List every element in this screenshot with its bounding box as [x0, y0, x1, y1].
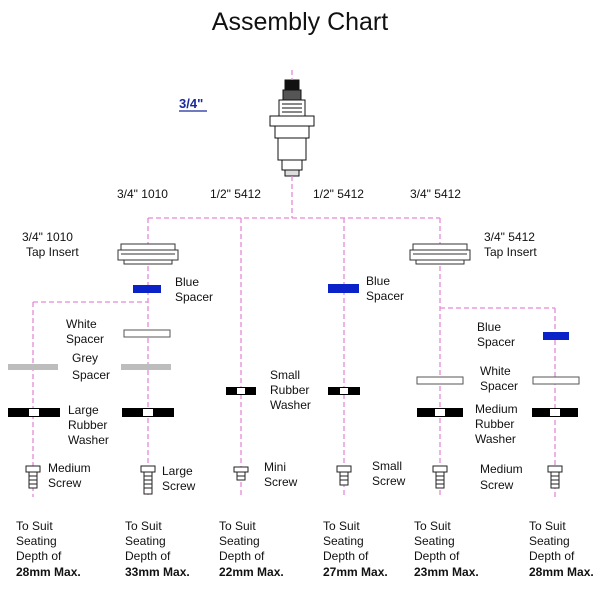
tap-insert-left-icon [117, 243, 179, 265]
tap-insert-right-line1: 3/4" 5412 [484, 230, 535, 244]
guide-lines [32, 70, 556, 497]
seating-col-5: To Suit Seating Depth of 23mm Max. [414, 519, 479, 579]
label-white-spacer-2-b: Spacer [480, 379, 518, 393]
label-white-spacer-2-a: White [480, 364, 511, 378]
seating-value-4: 27mm Max. [323, 565, 388, 579]
seating-value-2: 33mm Max. [125, 565, 190, 579]
seating-value-5: 23mm Max. [414, 565, 479, 579]
svg-text:Depth of: Depth of [125, 549, 171, 563]
svg-text:Seating: Seating [125, 534, 166, 548]
seating-value-1: 28mm Max. [16, 565, 81, 579]
svg-text:To Suit: To Suit [125, 519, 162, 533]
grey-spacer-a [8, 364, 58, 370]
label-grey-spacer-b: Spacer [72, 368, 110, 382]
small-screw-icon [336, 465, 352, 486]
label-large-screw-b: Screw [162, 479, 196, 493]
seating-col-6: To Suit Seating Depth of 28mm Max. [529, 519, 594, 579]
white-spacer-1 [123, 329, 171, 338]
svg-text:Seating: Seating [323, 534, 364, 548]
label-medium-washer-c: Washer [475, 432, 516, 446]
svg-text:Seating: Seating [414, 534, 455, 548]
label-grey-spacer-a: Grey [72, 351, 98, 365]
label-large-washer-b: Rubber [68, 418, 107, 432]
svg-text:Seating: Seating [219, 534, 260, 548]
label-white-spacer-1-a: White [66, 317, 97, 331]
svg-text:To Suit: To Suit [219, 519, 256, 533]
seating-col-1: To Suit Seating Depth of 28mm Max. [16, 519, 81, 579]
label-blue-spacer-2-a: Blue [366, 274, 390, 288]
label-blue-spacer-1-b: Spacer [175, 290, 213, 304]
tap-fitting-icon [269, 79, 315, 177]
svg-text:Depth of: Depth of [323, 549, 369, 563]
label-large-screw-a: Large [162, 464, 193, 478]
top-label-2: 1/2" 5412 [210, 187, 261, 201]
label-mini-screw-a: Mini [264, 460, 286, 474]
label-mini-screw-b: Screw [264, 475, 298, 489]
label-blue-spacer-3-a: Blue [477, 320, 501, 334]
svg-text:Seating: Seating [529, 534, 570, 548]
grey-spacer-b [121, 364, 171, 370]
label-white-spacer-1-b: Spacer [66, 332, 104, 346]
medium-screw-a-icon [25, 465, 41, 489]
tap-insert-left-line1: 3/4" 1010 [22, 230, 73, 244]
label-medium-screw-1-b: Screw [48, 476, 82, 490]
blue-spacer-2 [328, 284, 359, 293]
label-large-washer-c: Washer [68, 433, 109, 447]
tap-insert-right-icon [409, 243, 471, 265]
seating-col-2: To Suit Seating Depth of 33mm Max. [125, 519, 190, 579]
medium-screw-b-icon [432, 465, 448, 489]
svg-text:Depth of: Depth of [16, 549, 62, 563]
small-washer-a-icon [226, 387, 256, 395]
svg-text:To Suit: To Suit [529, 519, 566, 533]
seating-col-3: To Suit Seating Depth of 22mm Max. [219, 519, 284, 579]
label-medium-screw-2-a: Medium [480, 462, 523, 476]
label-small-screw-a: Small [372, 459, 402, 473]
seating-value-3: 22mm Max. [219, 565, 284, 579]
chart-title: Assembly Chart [211, 8, 389, 36]
label-medium-screw-1-a: Medium [48, 461, 91, 475]
tap-insert-right-line2: Tap Insert [484, 245, 537, 259]
label-small-washer-c: Washer [270, 398, 311, 412]
top-label-4: 3/4" 5412 [410, 187, 461, 201]
svg-text:Depth of: Depth of [529, 549, 575, 563]
label-blue-spacer-3-b: Spacer [477, 335, 515, 349]
label-small-washer-b: Rubber [270, 383, 309, 397]
svg-text:Depth of: Depth of [414, 549, 460, 563]
size-badge: 3/4" [179, 96, 203, 111]
large-washer-b-icon [122, 408, 174, 417]
svg-text:Depth of: Depth of [219, 549, 265, 563]
seating-col-4: To Suit Seating Depth of 27mm Max. [323, 519, 388, 579]
label-medium-washer-a: Medium [475, 402, 518, 416]
label-small-washer-a: Small [270, 368, 300, 382]
top-label-1: 3/4" 1010 [117, 187, 168, 201]
tap-insert-left-line2: Tap Insert [26, 245, 79, 259]
large-screw-icon [140, 465, 156, 495]
svg-text:To Suit: To Suit [414, 519, 451, 533]
svg-text:Seating: Seating [16, 534, 57, 548]
svg-text:To Suit: To Suit [16, 519, 53, 533]
blue-spacer-3 [543, 332, 569, 340]
label-medium-washer-b: Rubber [475, 417, 514, 431]
seating-value-6: 28mm Max. [529, 565, 594, 579]
white-spacer-2a [416, 376, 464, 385]
top-label-3: 1/2" 5412 [313, 187, 364, 201]
label-large-washer-a: Large [68, 403, 99, 417]
white-spacer-2b [532, 376, 580, 385]
medium-screw-c-icon [547, 465, 563, 489]
mini-screw-icon [233, 466, 249, 481]
medium-washer-b-icon [532, 408, 578, 417]
large-washer-a-icon [8, 408, 60, 417]
svg-text:To Suit: To Suit [323, 519, 360, 533]
label-small-screw-b: Screw [372, 474, 406, 488]
label-medium-screw-2-b: Screw [480, 478, 514, 492]
small-washer-b-icon [328, 387, 360, 395]
label-blue-spacer-2-b: Spacer [366, 289, 404, 303]
medium-washer-a-icon [417, 408, 463, 417]
label-blue-spacer-1-a: Blue [175, 275, 199, 289]
blue-spacer-1 [133, 285, 161, 293]
